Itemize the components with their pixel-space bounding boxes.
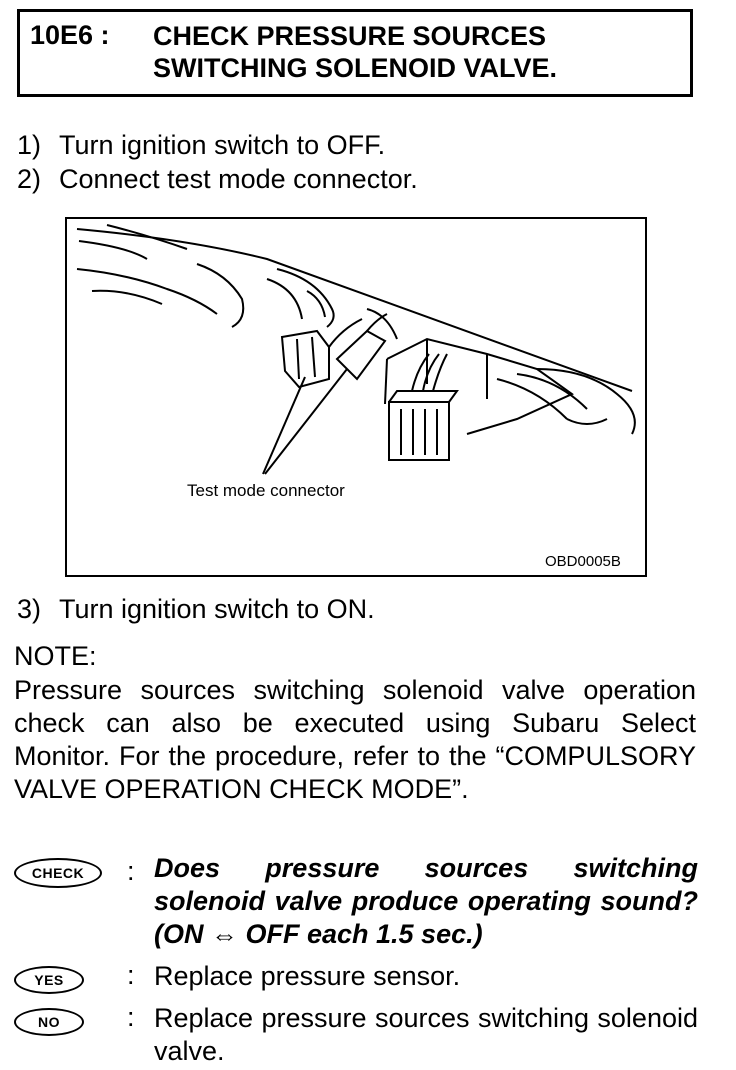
step-2: 2) Connect test mode connector. bbox=[17, 164, 418, 195]
step-text: Turn ignition switch to OFF. bbox=[59, 130, 386, 160]
check-badge-icon: CHECK bbox=[14, 858, 102, 888]
yes-row: YES : Replace pressure sensor. bbox=[14, 960, 698, 996]
step-1: 1) Turn ignition switch to OFF. bbox=[17, 130, 385, 161]
yes-action: Replace pressure sensor. bbox=[154, 961, 461, 991]
section-title-box: 10E6 : CHECK PRESSURE SOURCES SWITCHING … bbox=[17, 9, 693, 97]
separator: : bbox=[127, 856, 135, 886]
step-number: 1) bbox=[17, 130, 42, 160]
section-title-line1: CHECK PRESSURE SOURCES bbox=[153, 21, 547, 51]
step-text: Turn ignition switch to ON. bbox=[59, 594, 375, 624]
connector-drawing bbox=[76, 224, 636, 475]
check-question: Does pressure sources switching solenoid… bbox=[154, 853, 698, 949]
section-title-line2: SWITCHING SOLENOID VALVE. bbox=[153, 53, 558, 83]
check-row: CHECK : Does pressure sources switching … bbox=[14, 852, 698, 952]
step-number: 2) bbox=[17, 164, 42, 194]
step-3: 3) Turn ignition switch to ON. bbox=[17, 594, 375, 625]
no-badge-icon: NO bbox=[14, 1008, 84, 1036]
yes-badge-icon: YES bbox=[14, 966, 84, 994]
no-row: NO : Replace pressure sources switching … bbox=[14, 1000, 698, 1068]
note-heading: NOTE: bbox=[14, 641, 97, 671]
step-number: 3) bbox=[17, 594, 42, 624]
note-body: Pressure sources switching solenoid valv… bbox=[14, 675, 696, 804]
figure-callout: Test mode connector bbox=[187, 481, 345, 500]
figure-code: OBD0005B bbox=[545, 553, 621, 570]
separator: : bbox=[127, 1002, 135, 1032]
no-action: Replace pressure sources switching solen… bbox=[154, 1003, 698, 1066]
section-title: CHECK PRESSURE SOURCES SWITCHING SOLENOI… bbox=[153, 20, 557, 84]
separator: : bbox=[127, 960, 135, 990]
step-text: Connect test mode connector. bbox=[59, 164, 418, 194]
section-code: 10E6 : bbox=[30, 20, 110, 50]
connector-illustration: Test mode connector OBD0005B bbox=[65, 217, 647, 577]
